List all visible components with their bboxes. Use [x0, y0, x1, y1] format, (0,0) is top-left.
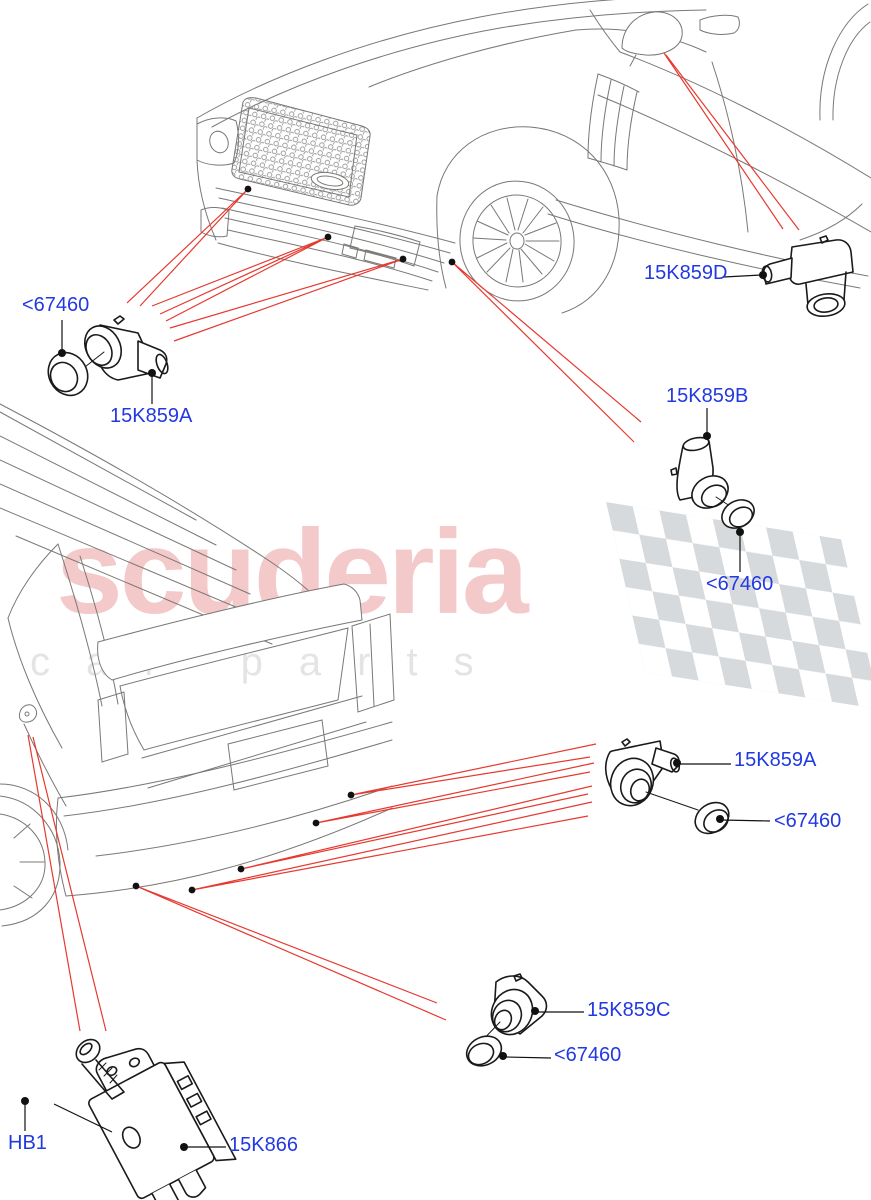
rear-parking-sensor — [604, 738, 730, 835]
callout-leader-lines — [24, 274, 771, 1148]
callout-module-15k866[interactable]: 15K866 — [229, 1134, 298, 1156]
side-parking-sensor-d — [761, 235, 854, 318]
callout-grommet-b[interactable]: <67460 — [706, 573, 774, 595]
part-illustrations — [47, 235, 854, 1200]
callout-rear-sensor-a[interactable]: 15K859A — [734, 749, 817, 771]
rear-vehicle-drawing — [0, 403, 395, 927]
parking-sensor-c — [465, 973, 548, 1067]
sensor-location-leader-lines — [27, 52, 800, 1032]
front-parking-sensor — [47, 315, 169, 397]
callout-sensor-b[interactable]: 15K859B — [666, 385, 749, 407]
checkered-flag-watermark — [606, 502, 871, 710]
parking-aid-module — [88, 1047, 237, 1200]
callout-front-sensor-a[interactable]: 15K859A — [110, 405, 193, 427]
callout-grommet-c[interactable]: <67460 — [554, 1044, 622, 1066]
callout-side-sensor-d[interactable]: 15K859D — [644, 262, 728, 284]
attachment-point-dots — [21, 185, 767, 1151]
parking-sensor-b — [670, 436, 755, 529]
front-vehicle-drawing — [196, 0, 871, 314]
callout-rear-grommet-a[interactable]: <67460 — [774, 810, 842, 832]
module-bolt-screw — [75, 1038, 125, 1100]
callout-sensor-c[interactable]: 15K859C — [587, 999, 671, 1021]
callout-module-bolt-hb1[interactable]: HB1 — [8, 1132, 47, 1154]
callout-front-grommet[interactable]: <67460 — [22, 294, 90, 316]
